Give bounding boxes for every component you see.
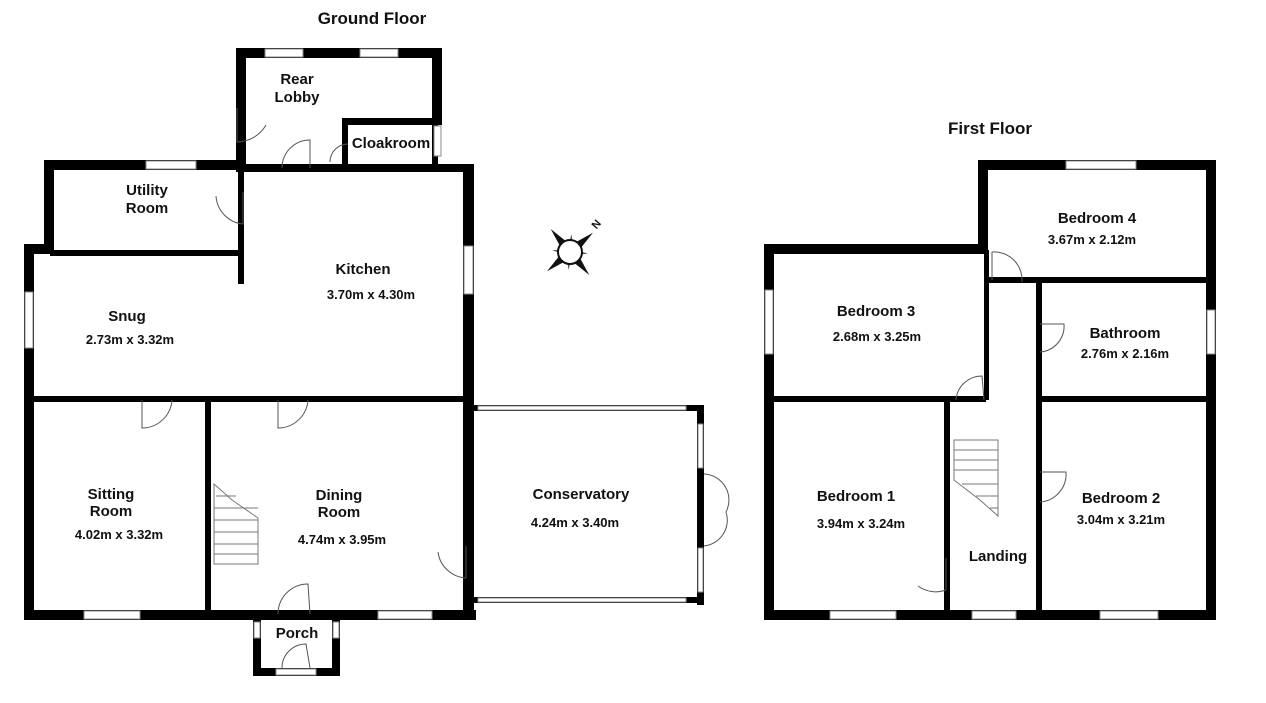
room-label-porch: Porch — [276, 625, 319, 642]
room-dims-bedroom-3: 2.68m x 3.25m — [833, 329, 921, 344]
room-label-sitting-room: Room — [90, 503, 133, 520]
room-label-snug: Snug — [108, 308, 146, 325]
door — [236, 108, 267, 143]
window — [764, 289, 774, 355]
window — [24, 291, 34, 349]
room-label-cloakroom: Cloakroom — [352, 135, 430, 152]
compass-north-label: N — [590, 218, 604, 232]
window — [264, 48, 304, 58]
door — [1039, 471, 1067, 503]
room-label-bedroom-1: Bedroom 1 — [817, 488, 895, 505]
door — [991, 251, 1023, 283]
room-dims-dining-room: 4.74m x 3.95m — [298, 532, 386, 547]
door — [437, 546, 467, 579]
window — [697, 423, 704, 469]
first-floor-stairs — [953, 439, 999, 518]
room-label-dining-room: Dining — [316, 487, 363, 504]
window — [332, 621, 340, 639]
room-dims-bedroom-2: 3.04m x 3.21m — [1077, 512, 1165, 527]
door — [917, 558, 947, 593]
window — [377, 610, 433, 620]
window — [359, 48, 399, 58]
window — [1065, 160, 1137, 170]
room-label-bedroom-3: Bedroom 3 — [837, 303, 915, 320]
room-label-dining-room: Room — [318, 504, 361, 521]
window — [83, 610, 141, 620]
window — [1206, 309, 1216, 355]
door — [329, 143, 349, 163]
room-label-bedroom-2: Bedroom 2 — [1082, 490, 1160, 507]
room-dims-conservatory: 4.24m x 3.40m — [531, 515, 619, 530]
door — [281, 643, 311, 669]
door — [141, 399, 173, 429]
first-floor-windows — [764, 160, 1216, 620]
room-label-bedroom-4: Bedroom 4 — [1058, 210, 1137, 227]
door — [1039, 323, 1065, 353]
window — [697, 547, 704, 593]
window — [433, 125, 442, 157]
door — [281, 139, 311, 169]
door — [277, 583, 311, 615]
first-floor-doors — [917, 251, 1067, 593]
room-dims-bedroom-1: 3.94m x 3.24m — [817, 516, 905, 531]
door — [703, 473, 730, 547]
window — [1099, 610, 1159, 620]
room-label-utility: Utility — [126, 182, 168, 199]
window — [477, 405, 687, 411]
ground-floor-stairs — [213, 482, 259, 565]
room-label-conservatory: Conservatory — [533, 486, 630, 503]
room-label-sitting-room: Sitting — [88, 486, 135, 503]
room-dims-snug: 2.73m x 3.32m — [86, 332, 174, 347]
compass-rose-icon: N — [547, 218, 604, 275]
window — [829, 610, 897, 620]
room-dims-bathroom: 2.76m x 2.16m — [1081, 346, 1169, 361]
room-dims-kitchen: 3.70m x 4.30m — [327, 287, 415, 302]
window — [275, 668, 317, 676]
window — [463, 245, 474, 295]
room-label-kitchen: Kitchen — [335, 261, 390, 278]
room-label-utility: Room — [126, 200, 169, 217]
room-label-bathroom: Bathroom — [1090, 325, 1161, 342]
room-dims-bedroom-4: 3.67m x 2.12m — [1048, 232, 1136, 247]
door — [277, 399, 309, 429]
door — [955, 375, 985, 401]
room-dims-sitting-room: 4.02m x 3.32m — [75, 527, 163, 542]
window — [477, 597, 687, 603]
first-floor-title: First Floor — [948, 119, 1032, 138]
ground-floor-title: Ground Floor — [318, 9, 427, 28]
ground-floor-windows — [24, 48, 704, 676]
room-label-rear-lobby: Lobby — [275, 89, 321, 106]
room-label-rear-lobby: Rear — [280, 71, 314, 88]
door — [215, 192, 244, 225]
room-label-landing: Landing — [969, 548, 1027, 565]
window — [253, 621, 261, 639]
window — [971, 610, 1017, 620]
ground-floor-doors — [141, 108, 730, 669]
window — [145, 160, 197, 170]
